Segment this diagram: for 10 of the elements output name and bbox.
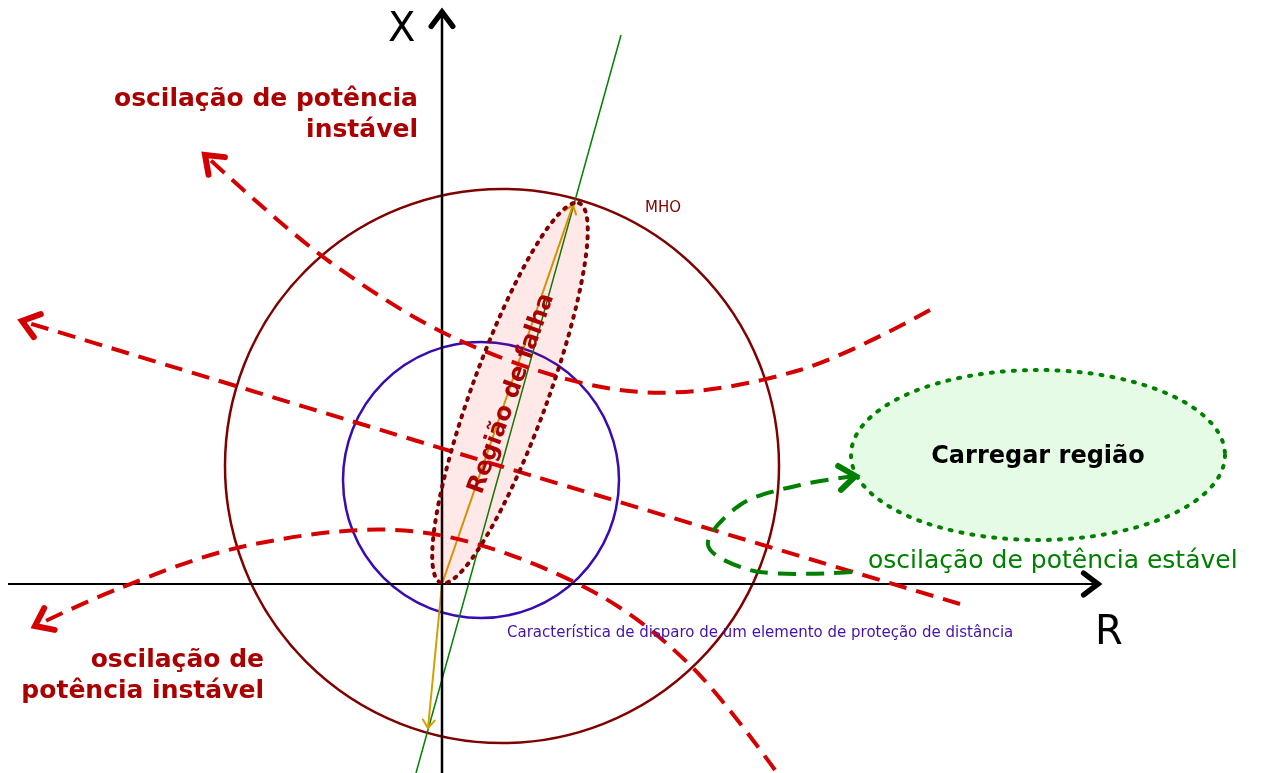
swing-arrow [706,463,859,576]
stable-swing-label: oscilação de potência estável [868,544,1238,576]
region-label: Carregar região [931,441,1145,469]
load-region-ellipse [848,367,1228,543]
trip-characteristic-label: Característica de disparo de um elemento de proteção de distância [507,623,1014,642]
axis-label: X [388,3,416,52]
axis-label: R [1095,606,1123,655]
unstable-swing-label: oscilação de potência instável [112,82,418,145]
unstable-swing-label: oscilação de potência instável [20,643,264,706]
mho-label: MHO [645,198,682,217]
